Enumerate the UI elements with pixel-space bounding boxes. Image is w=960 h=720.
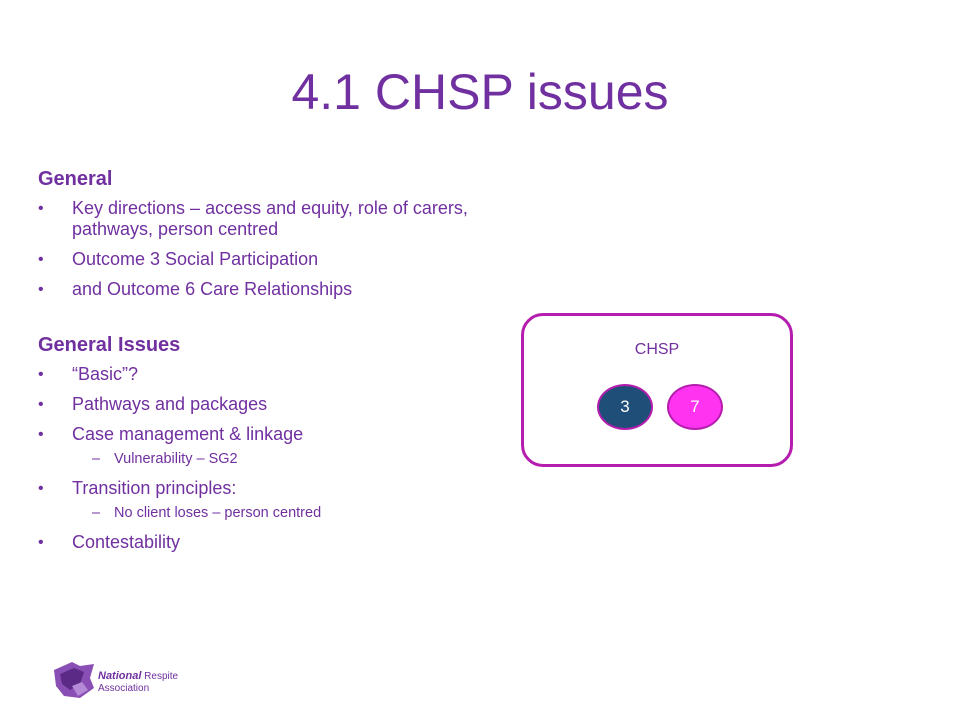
list-item: • Outcome 3 Social Participation <box>38 249 478 270</box>
sub-list-item-text: No client loses – person centred <box>114 505 322 521</box>
bullet-icon: • <box>38 480 44 497</box>
list-item-text: Pathways and packages <box>72 394 268 414</box>
sub-list: – No client loses – person centred <box>72 503 478 523</box>
bullet-icon: • <box>38 534 44 551</box>
bullet-icon: • <box>38 366 44 383</box>
list-item-text: “Basic”? <box>72 364 139 384</box>
list-item: • Key directions – access and equity, ro… <box>38 198 478 240</box>
sub-list-item: – Vulnerability – SG2 <box>72 449 478 469</box>
sub-list-item: – No client loses – person centred <box>72 503 478 523</box>
logo-text: National Respite Association <box>98 670 178 695</box>
section-heading-general: General <box>38 168 113 190</box>
list-item-text: Case management & linkage <box>72 424 304 444</box>
logo-name-rest: Respite <box>141 671 179 682</box>
general-list: • Key directions – access and equity, ro… <box>38 198 478 300</box>
bullet-icon: • <box>38 281 44 298</box>
sub-list-item-text: Vulnerability – SG2 <box>114 451 238 467</box>
slide-title: 4.1 CHSP issues <box>291 64 669 120</box>
circle-outcome-3: 3 <box>597 384 653 430</box>
logo-name-line2: Association <box>98 683 150 694</box>
chsp-label: CHSP <box>634 341 680 358</box>
chsp-diagram-box: CHSP 3 7 <box>521 313 793 467</box>
sub-list: – Vulnerability – SG2 <box>72 449 478 469</box>
list-item: • and Outcome 6 Care Relationships <box>38 279 478 300</box>
list-item: • Case management & linkage – Vulnerabil… <box>38 424 478 469</box>
list-item-text: Outcome 3 Social Participation <box>72 249 319 269</box>
bullet-icon: • <box>38 396 44 413</box>
bullet-icon: • <box>38 251 44 268</box>
dash-icon: – <box>92 451 101 467</box>
list-item: • “Basic”? <box>38 364 478 385</box>
dash-icon: – <box>92 505 101 521</box>
national-respite-association-logo: National Respite Association <box>50 656 190 704</box>
list-item-text: Key directions – access and equity, role… <box>72 198 468 239</box>
slide-content: General • Key directions – access and eq… <box>38 166 478 562</box>
logo-name-bold: National <box>98 670 142 682</box>
list-item-text: Contestability <box>72 532 181 552</box>
circle-outcome-7: 7 <box>667 384 723 430</box>
list-item: • Contestability <box>38 532 478 553</box>
logo-mark-icon <box>54 662 94 698</box>
section-heading-general-issues: General Issues <box>38 334 181 356</box>
bullet-icon: • <box>38 426 44 443</box>
general-issues-list: • “Basic”? • Pathways and packages • Cas… <box>38 364 478 553</box>
list-item-text: and Outcome 6 Care Relationships <box>72 279 353 299</box>
list-item-text: Transition principles: <box>72 478 237 498</box>
bullet-icon: • <box>38 200 44 217</box>
list-item: • Transition principles: – No client los… <box>38 478 478 523</box>
list-item: • Pathways and packages <box>38 394 478 415</box>
